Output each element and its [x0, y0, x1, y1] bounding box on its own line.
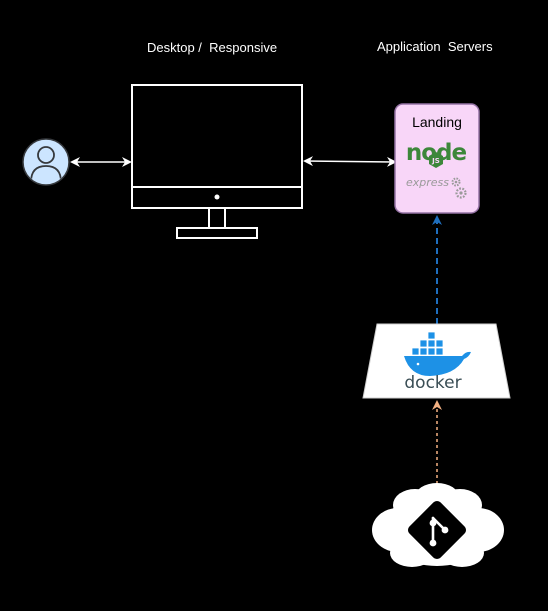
landing-server-box: Landing node JS express [394, 103, 480, 214]
docker-box: docker [362, 323, 511, 399]
user-icon [22, 138, 70, 186]
docker-label: docker [404, 373, 461, 393]
desktop-responsive-label: Desktop / Responsive [147, 40, 278, 55]
express-logo-text: express [406, 176, 449, 189]
monitor-icon [131, 84, 303, 239]
express-gears-icon: express [406, 176, 467, 199]
application-servers-label: Application Servers [377, 39, 493, 54]
git-logo-icon [407, 500, 467, 560]
monitor-landing-connector [303, 156, 397, 167]
node-js-badge: JS [431, 157, 440, 165]
landing-title: Landing [412, 114, 462, 130]
nodejs-logo-icon: node JS [406, 140, 468, 168]
git-cloud [372, 483, 504, 567]
docker-whale-icon [404, 331, 471, 376]
